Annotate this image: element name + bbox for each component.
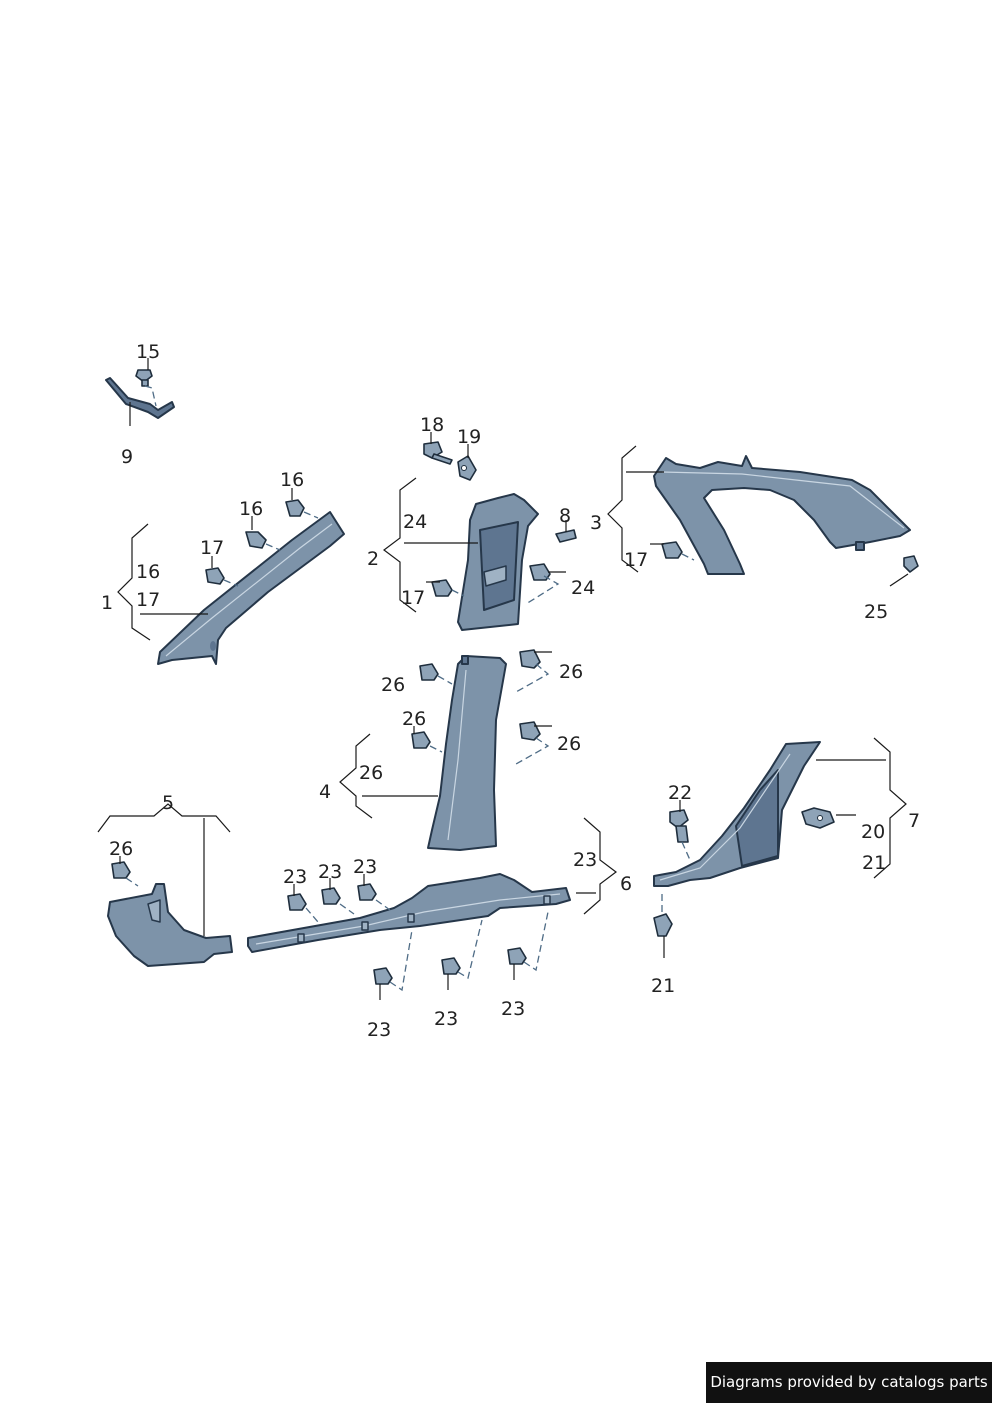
label-23f: 23	[434, 1008, 458, 1030]
label-23e: 23	[501, 998, 525, 1020]
part-3-rear-trim	[626, 455, 919, 575]
label-7: 7	[908, 810, 920, 832]
brace-7	[873, 737, 907, 879]
part-22-screw	[669, 800, 691, 861]
brace-4	[339, 733, 373, 819]
part-6-sill-panel	[247, 873, 596, 953]
part-18-screw	[423, 432, 453, 465]
clip-16a	[285, 488, 319, 519]
label-16b: 16	[239, 498, 263, 520]
label-1: 1	[101, 592, 113, 614]
label-20: 20	[861, 821, 885, 843]
credit-banner: Diagrams provided by catalogs parts	[706, 1362, 992, 1403]
label-26f: 26	[109, 838, 133, 860]
part-4-b-pillar-lower	[362, 655, 507, 851]
callout-labels: 15 9 16 16 17 16 1 17 18 19 24 8 2 17 24…	[101, 341, 920, 1041]
label-26d: 26	[557, 733, 581, 755]
brace-1	[117, 523, 151, 641]
label-6: 6	[620, 873, 632, 895]
clip-23a	[287, 884, 319, 923]
clip-17c	[650, 541, 695, 561]
clip-26b	[515, 649, 552, 693]
clip-23c	[357, 874, 391, 911]
label-23b: 23	[283, 866, 307, 888]
label-23a: 23	[573, 849, 597, 871]
label-2: 2	[367, 548, 379, 570]
label-16c: 16	[136, 561, 160, 583]
clip-26d	[515, 721, 552, 765]
label-3: 3	[590, 512, 602, 534]
clip-17a	[205, 556, 239, 587]
clip-26a	[419, 663, 453, 685]
label-23d: 23	[353, 856, 377, 878]
brace-6	[583, 817, 617, 915]
label-17c: 17	[401, 587, 425, 609]
label-17a: 17	[200, 537, 224, 559]
label-23g: 23	[367, 1019, 391, 1041]
label-19: 19	[457, 426, 481, 448]
part-7-rear-trim	[653, 741, 886, 887]
label-25: 25	[864, 601, 888, 623]
part-20-clip	[801, 807, 856, 829]
clip-23b	[321, 878, 355, 915]
clip-26c	[411, 726, 443, 753]
label-18: 18	[420, 414, 444, 436]
part-15-screw	[135, 358, 157, 407]
label-17d: 17	[624, 549, 648, 571]
clip-23e	[441, 919, 483, 990]
clip-23d	[373, 929, 413, 1000]
label-23c: 23	[318, 861, 342, 883]
part-5-sill-front	[107, 818, 233, 967]
label-24b: 24	[571, 577, 595, 599]
part-9-bracket	[105, 377, 175, 426]
part-1-a-pillar-trim	[140, 511, 345, 665]
label-26c: 26	[402, 708, 426, 730]
label-9: 9	[121, 446, 133, 468]
brace-5	[97, 803, 231, 833]
clip-17b	[426, 579, 465, 597]
label-17b: 17	[136, 589, 160, 611]
label-21b: 21	[651, 975, 675, 997]
brace-2	[383, 477, 417, 613]
clip-16b	[245, 516, 281, 551]
part-8-clip	[555, 520, 577, 543]
label-26b: 26	[559, 661, 583, 683]
label-24a: 24	[403, 511, 427, 533]
label-26e: 26	[359, 762, 383, 784]
label-5: 5	[162, 792, 174, 814]
part-19-clip	[457, 444, 477, 481]
label-8: 8	[559, 505, 571, 527]
label-21a: 21	[862, 852, 886, 874]
part-2-b-pillar-upper	[404, 493, 539, 631]
clip-24	[525, 563, 566, 605]
leader-25	[889, 573, 909, 587]
label-22: 22	[668, 782, 692, 804]
label-26a: 26	[381, 674, 405, 696]
brace-3	[607, 445, 639, 573]
label-4: 4	[319, 781, 331, 803]
label-16a: 16	[280, 469, 304, 491]
part-21-plug	[653, 894, 673, 958]
clip-26e	[111, 856, 139, 887]
clip-23f	[507, 911, 549, 980]
label-15: 15	[136, 341, 160, 363]
